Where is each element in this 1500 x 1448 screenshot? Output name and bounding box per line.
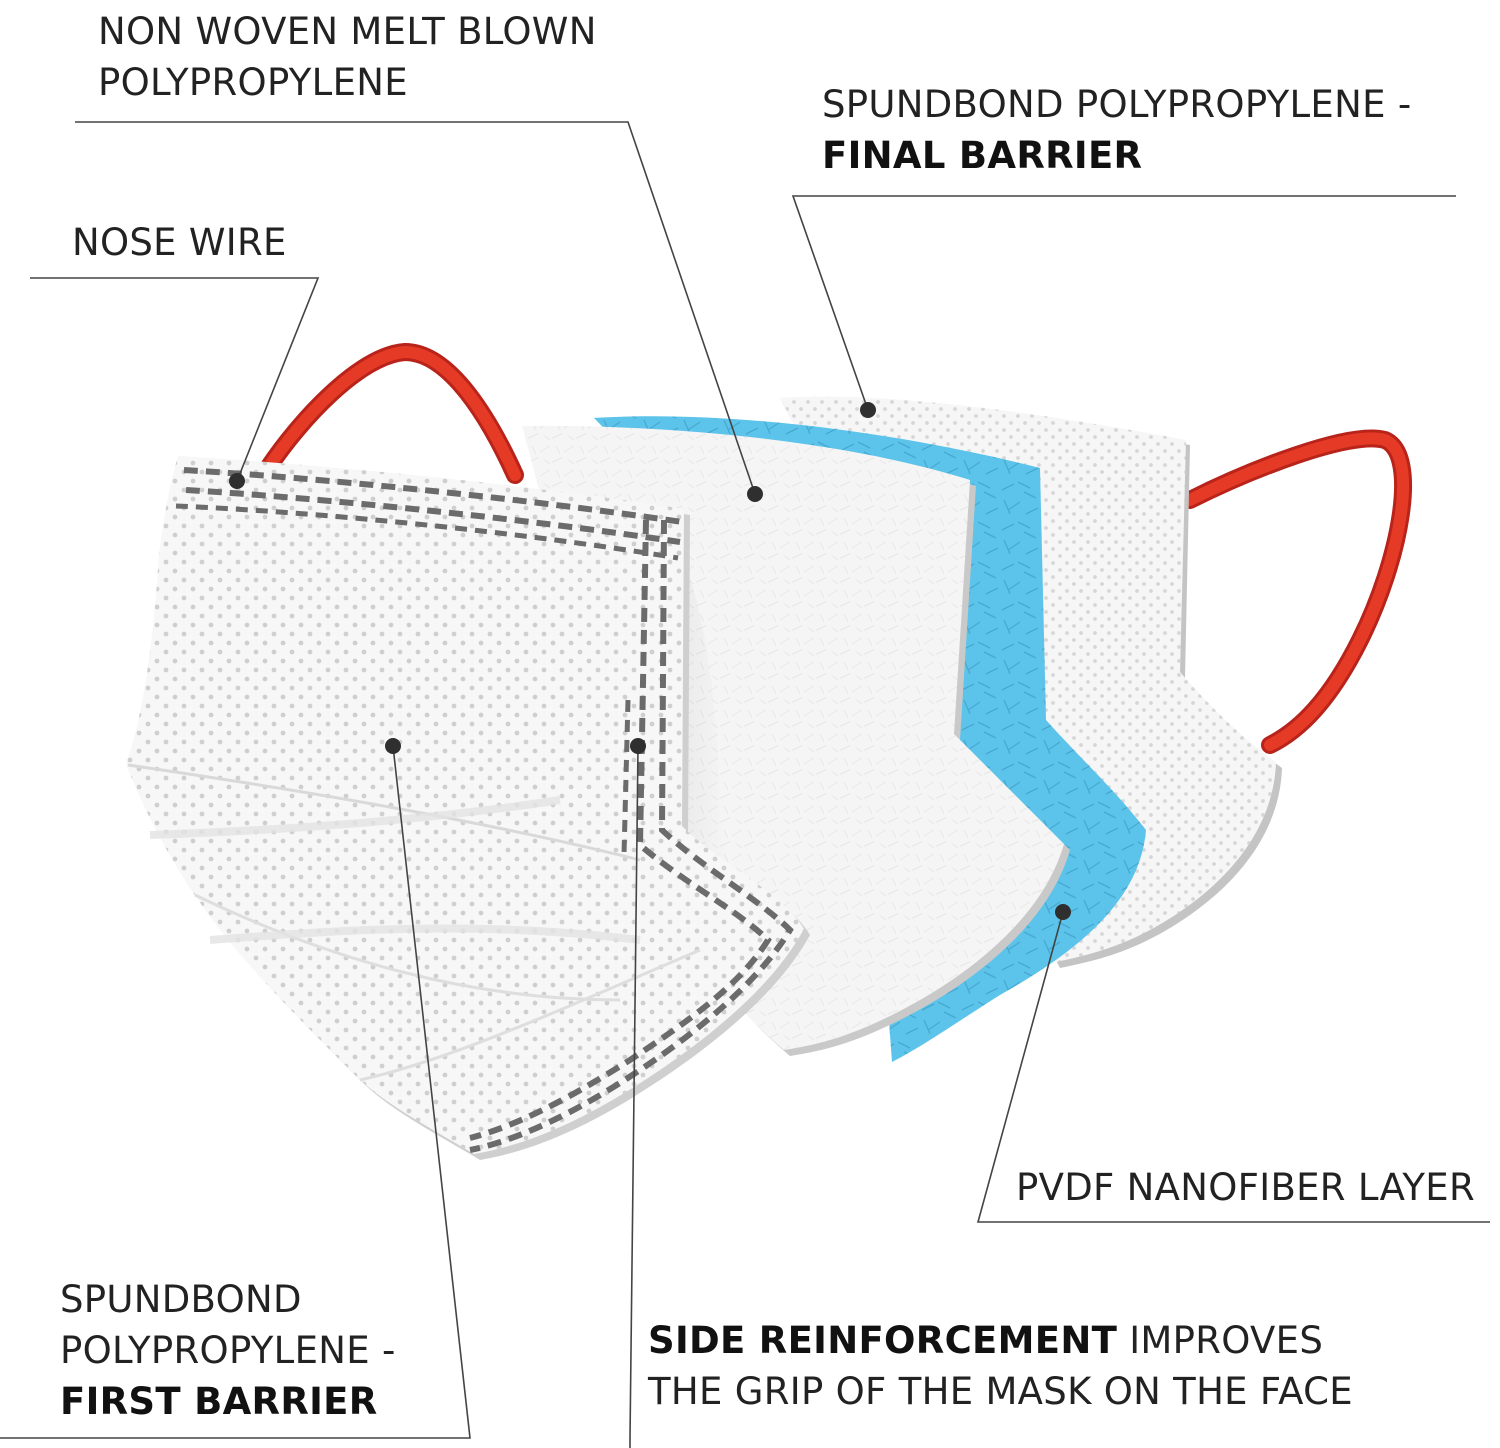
label-nanofiber: PVDF NANOFIBER LAYER	[1016, 1162, 1475, 1213]
label-meltblown-line2: POLYPROPYLENE	[98, 61, 408, 104]
leader-nanofiber	[976, 911, 1490, 1223]
label-first-barrier-line1: SPUNDBOND	[60, 1278, 302, 1321]
marker-dot-nose-wire	[229, 473, 245, 489]
marker-dot-meltblown	[747, 486, 763, 502]
label-side-reinforcement-rest: IMPROVES	[1117, 1319, 1324, 1362]
label-final-barrier: SPUNDBOND POLYPROPYLENE - FINAL BARRIER	[822, 79, 1411, 181]
label-final-barrier-line2: FINAL BARRIER	[822, 134, 1143, 177]
label-first-barrier-line2: POLYPROPYLENE -	[60, 1329, 396, 1372]
label-side-reinforcement-line2: THE GRIP OF THE MASK ON THE FACE	[648, 1370, 1353, 1413]
leader-nose-wire	[30, 277, 320, 482]
label-final-barrier-line1: SPUNDBOND POLYPROPYLENE -	[822, 83, 1412, 126]
label-nose-wire: NOSE WIRE	[72, 217, 287, 268]
leader-first-barrier	[0, 745, 471, 1439]
leader-final-barrier	[791, 195, 1456, 411]
label-first-barrier-line3: FIRST BARRIER	[60, 1380, 378, 1423]
label-side-reinforcement: SIDE REINFORCEMENT IMPROVES THE GRIP OF …	[648, 1315, 1353, 1417]
layer-first-barrier	[126, 456, 810, 1160]
nose-wire-stitching	[183, 467, 683, 525]
side-reinforcement-stitching	[469, 519, 794, 1153]
leader-meltblown	[75, 121, 756, 495]
marker-dot-nanofiber	[1055, 904, 1071, 920]
marker-dot-first-barrier	[385, 738, 401, 754]
label-nanofiber-text: PVDF NANOFIBER LAYER	[1016, 1166, 1475, 1209]
marker-dot-final-barrier	[860, 402, 876, 418]
label-nose-wire-text: NOSE WIRE	[72, 221, 287, 264]
label-meltblown-line1: NON WOVEN MELT BLOWN	[98, 10, 597, 53]
label-side-reinforcement-bold: SIDE REINFORCEMENT	[648, 1319, 1118, 1362]
leader-side-reinforcement	[629, 745, 639, 1448]
leader-lines	[0, 121, 1490, 1448]
marker-dot-side-reinforcement	[630, 738, 646, 754]
label-first-barrier: SPUNDBOND POLYPROPYLENE - FIRST BARRIER	[60, 1274, 396, 1427]
label-meltblown: NON WOVEN MELT BLOWN POLYPROPYLENE	[98, 6, 597, 108]
